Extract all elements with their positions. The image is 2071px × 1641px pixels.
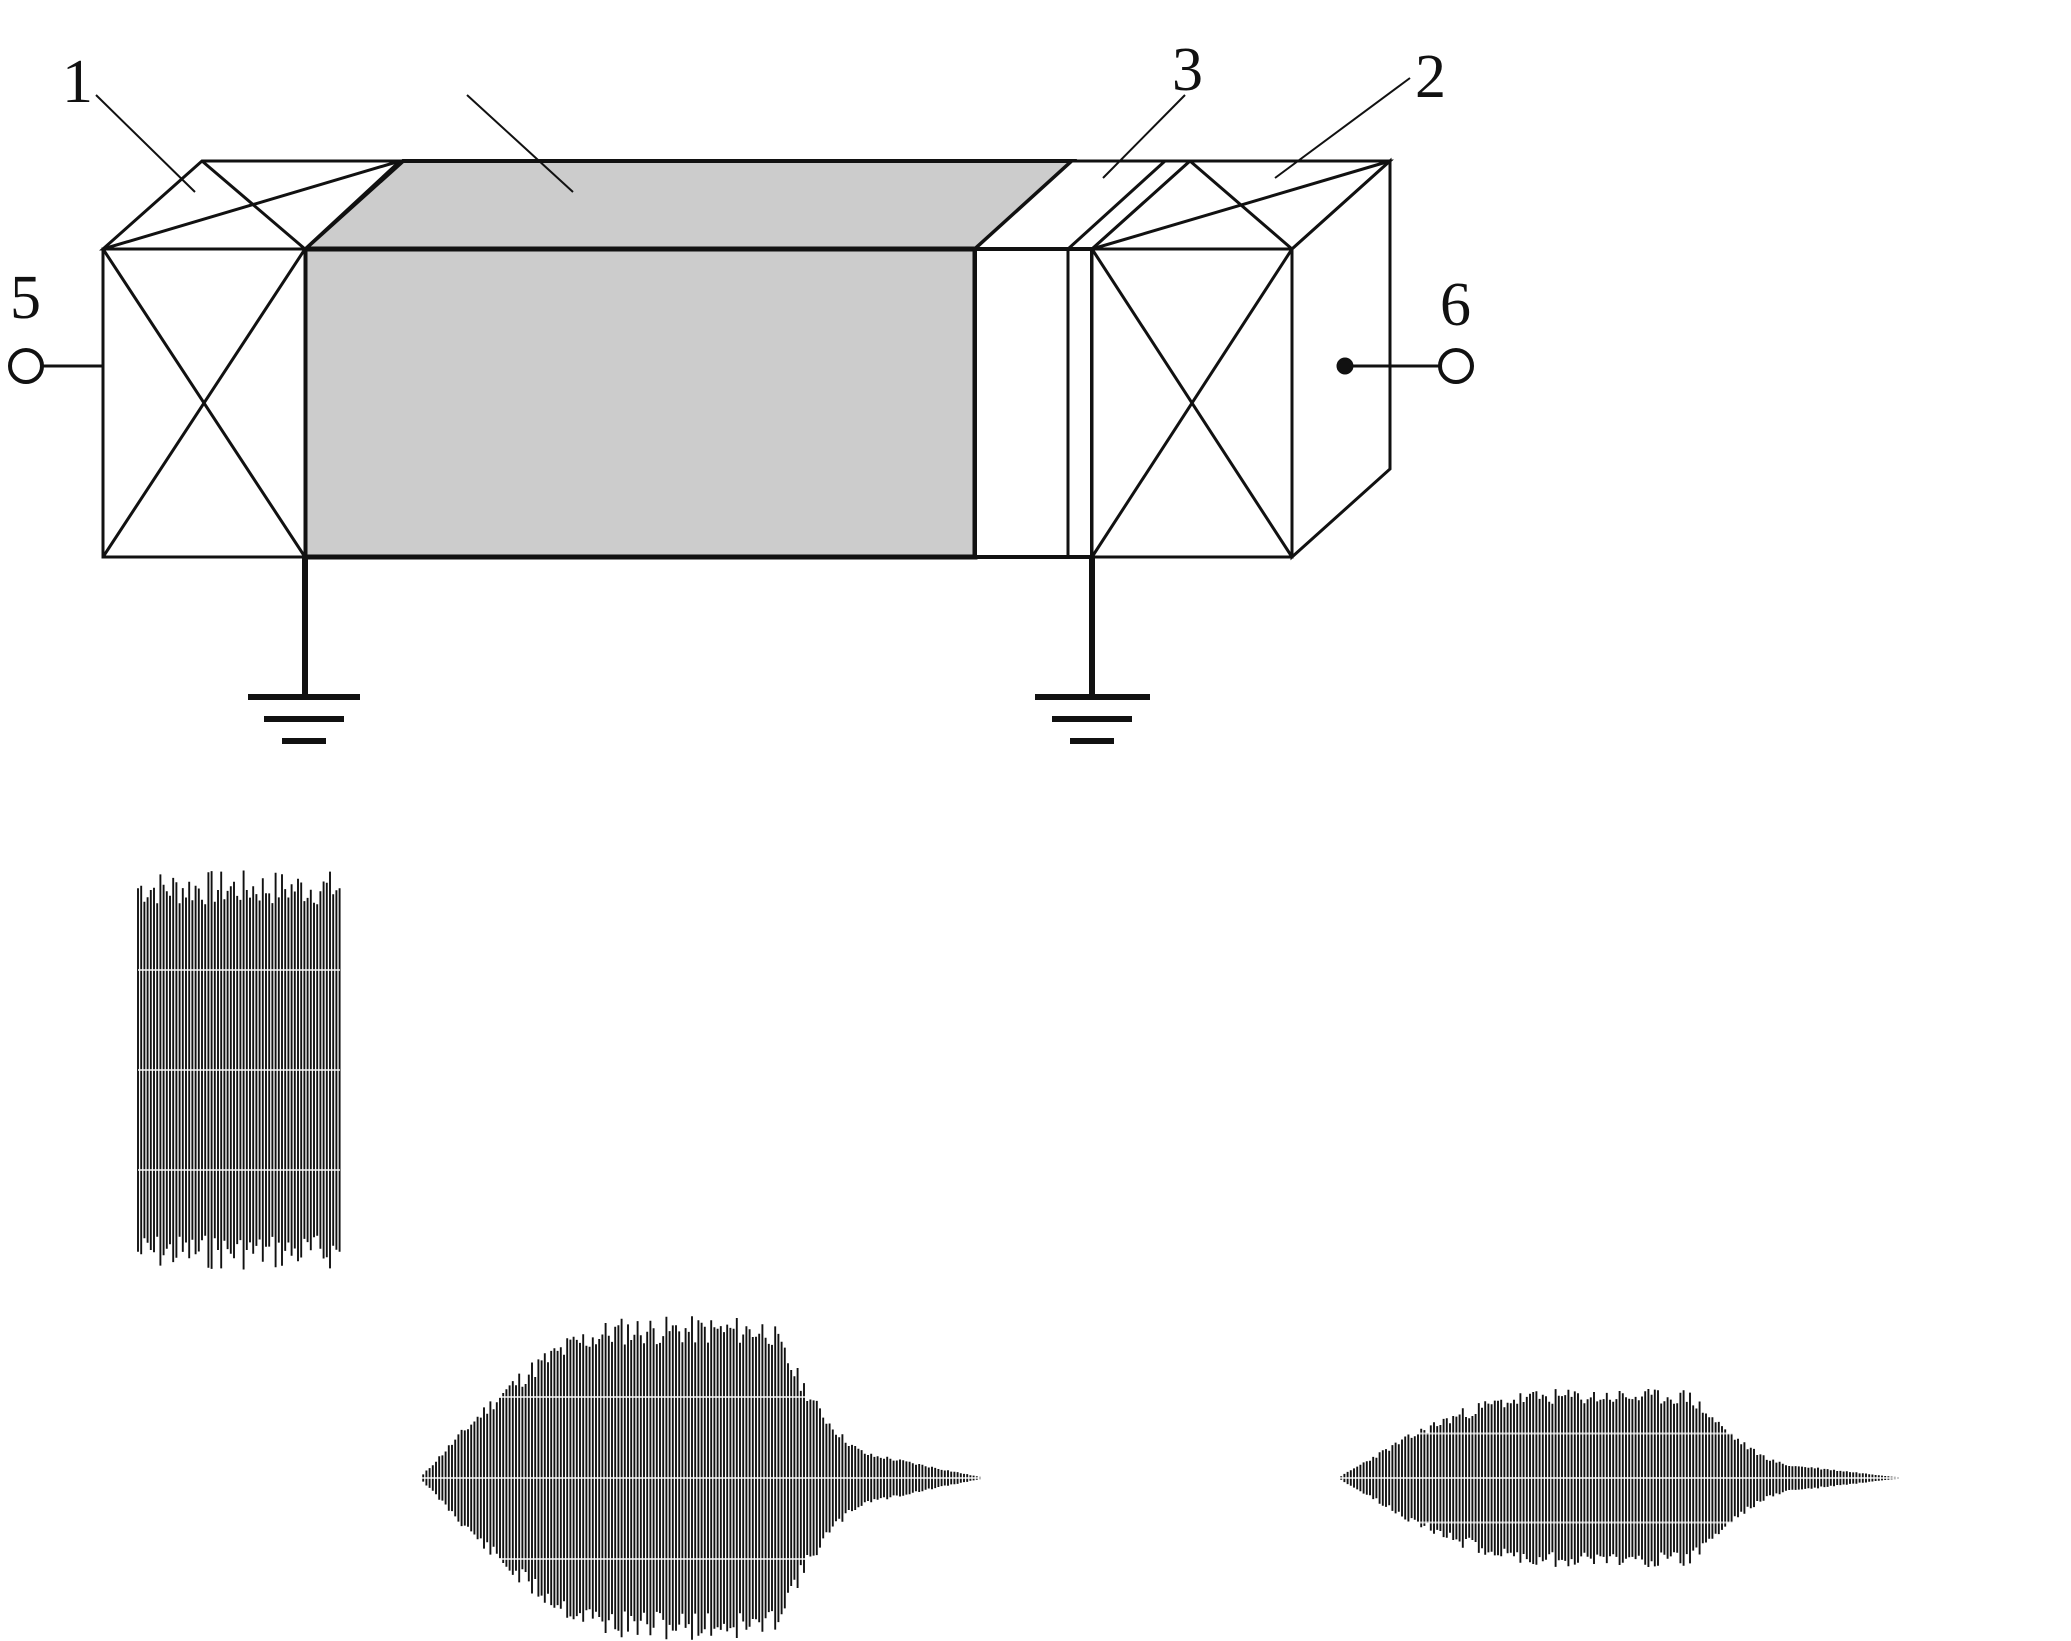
terminal-5 (8, 348, 44, 384)
layer-3-front-face (973, 247, 1094, 559)
output-pulse-waveform-a (420, 1316, 985, 1640)
ground-symbol-left (248, 557, 360, 744)
leader-line-3 (1102, 94, 1186, 179)
input-pulse-waveform (137, 870, 341, 1270)
label-2: 2 (1415, 43, 1446, 111)
ground-symbol-right (1035, 557, 1150, 744)
label-3: 3 (1172, 36, 1203, 104)
output-pulse-waveform-b (1338, 1389, 1905, 1567)
label-1: 1 (62, 48, 93, 116)
substrate-top-face (299, 159, 1078, 251)
label-5: 5 (10, 264, 41, 332)
leader-line-1 (95, 94, 196, 193)
leader-line-substrate (466, 94, 574, 193)
device-body (8, 77, 1474, 744)
substrate-front-face (302, 246, 978, 560)
terminal-6 (1438, 348, 1474, 384)
label-6: 6 (1440, 271, 1471, 339)
leader-line-2 (1274, 77, 1411, 179)
